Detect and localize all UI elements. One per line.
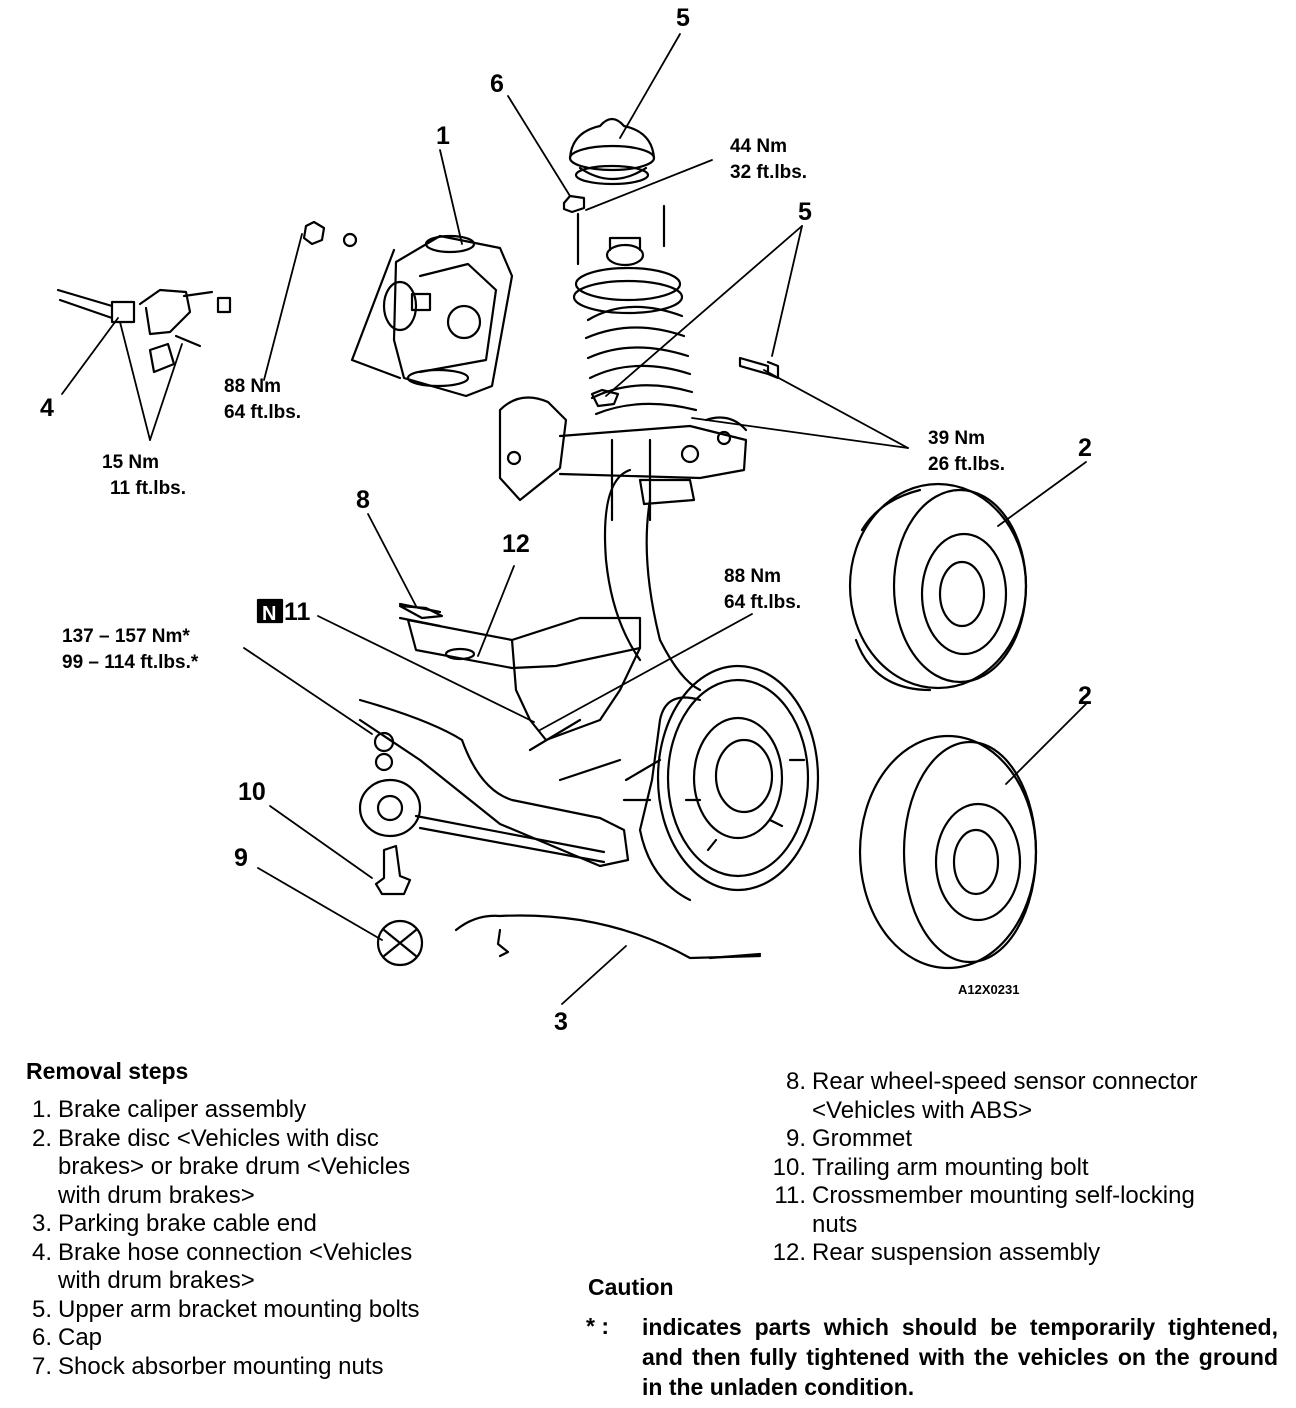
trailing-arm-part xyxy=(358,698,630,868)
removal-step-text: brakes> or brake drum <Vehicles xyxy=(58,1153,411,1180)
removal-step-text: <Vehicles with ABS> xyxy=(812,1096,1033,1124)
removal-step-line: brakes> or brake drum <Vehicles xyxy=(58,1153,410,1181)
removal-step-line: 10.Trailing arm mounting bolt xyxy=(762,1154,1089,1182)
grommet-part xyxy=(376,919,424,967)
removal-step-number: 4. xyxy=(31,1238,52,1266)
brake-caliper-part xyxy=(350,234,514,398)
removal-step-number: 3. xyxy=(31,1210,52,1237)
removal-step-line: 1.Brake caliper assembly xyxy=(26,1096,306,1124)
brake-disc-part xyxy=(858,734,1038,970)
removal-step-text: Upper arm bracket mounting bolts xyxy=(58,1295,420,1323)
removal-step-number: 11. xyxy=(774,1182,806,1209)
callout-9: 9 xyxy=(234,844,248,872)
removal-step-line: 12.Rear suspension assembly xyxy=(762,1239,1101,1267)
shock-nut-part xyxy=(562,194,586,214)
callout-4: 4 xyxy=(40,394,54,422)
hub-assembly-part xyxy=(622,664,820,902)
callout-12: 12 xyxy=(502,530,530,558)
callout-2-drum: 2 xyxy=(1078,434,1092,462)
removal-step-number: 7. xyxy=(31,1352,52,1380)
torque-ft-label: 99 – 114 ft.lbs.* xyxy=(62,652,199,673)
removal-step-line: nuts xyxy=(812,1211,857,1239)
removal-step-line: with drum brakes> xyxy=(58,1182,255,1210)
torque-nm-label: 137 – 157 Nm* xyxy=(62,626,190,647)
removal-step-text: Brake disc <Vehicles with disc xyxy=(58,1124,379,1152)
removal-step-line: 11.Crossmember mounting self-locking xyxy=(762,1182,1195,1210)
torque-nm-label: 39 Nm xyxy=(928,428,985,449)
removal-step-line: 4.Brake hose connection <Vehicles xyxy=(26,1239,412,1267)
callout-n-marker: N xyxy=(262,603,276,625)
removal-step-number: 9. xyxy=(785,1125,806,1152)
caution-heading: Caution xyxy=(588,1274,674,1300)
callout-10: 10 xyxy=(238,778,266,806)
removal-step-line: 2.Brake disc <Vehicles with disc xyxy=(26,1125,379,1153)
upper-arm-bolt-part xyxy=(738,356,780,380)
removal-step-text: Brake caliper assembly xyxy=(58,1096,307,1123)
removal-step-text: Grommet xyxy=(812,1125,913,1152)
torque-nm-label: 88 Nm xyxy=(224,376,281,397)
torque-ft-label: 26 ft.lbs. xyxy=(928,454,1005,475)
bushing-part xyxy=(358,778,422,838)
removal-step-line: 6.Cap xyxy=(26,1324,102,1352)
removal-step-number: 5. xyxy=(31,1295,52,1323)
removal-step-text: Parking brake cable end xyxy=(58,1210,317,1237)
removal-step-text: Trailing arm mounting bolt xyxy=(812,1153,1089,1181)
caliper-bolt-part xyxy=(302,220,326,246)
upper-arm-bolt-part xyxy=(590,388,620,408)
caution-marker: * : xyxy=(586,1313,609,1339)
torque-ft-label: 64 ft.lbs. xyxy=(224,402,301,423)
removal-step-text: with drum brakes> xyxy=(58,1181,255,1209)
torque-nm-label: 44 Nm xyxy=(730,136,787,157)
torque-nm-label: 88 Nm xyxy=(724,566,781,587)
cap-part xyxy=(568,117,656,186)
torque-ft-label: 64 ft.lbs. xyxy=(724,592,801,613)
removal-step-text: Cap xyxy=(58,1324,103,1351)
callout-5: 5 xyxy=(798,198,812,226)
callout-8: 8 xyxy=(356,486,370,514)
removal-step-line: 3.Parking brake cable end xyxy=(26,1210,317,1238)
removal-step-number: 10. xyxy=(772,1153,806,1181)
parking-cable-part xyxy=(454,914,762,960)
callout-7: 6 xyxy=(490,70,504,98)
callout-11: 11 xyxy=(284,598,311,626)
strut-assembly-part xyxy=(572,204,702,692)
n-marker-box xyxy=(256,598,284,624)
removal-step-text: nuts xyxy=(812,1210,858,1238)
brake-hose-part xyxy=(56,288,232,374)
exploded-suspension-diagram: 5 6 1 5 4 2 8 12 N 11 2 10 9 3 44 Nm 32 … xyxy=(40,4,1092,1036)
removal-step-text: Rear wheel-speed sensor connector xyxy=(812,1068,1198,1095)
upper-arm-part xyxy=(498,396,748,502)
removal-step-number: 12. xyxy=(772,1239,806,1266)
torque-ft-label: 11 ft.lbs. xyxy=(110,478,186,499)
trailing-arm-bolt-part xyxy=(374,844,412,896)
callout-1: 1 xyxy=(436,122,450,150)
removal-step-line: 5.Upper arm bracket mounting bolts xyxy=(26,1296,420,1324)
removal-step-line: 7.Shock absorber mounting nuts xyxy=(26,1353,384,1381)
crossmember-part xyxy=(398,602,642,742)
sensor-connector-part xyxy=(398,604,444,620)
removal-step-number: 1. xyxy=(31,1096,52,1123)
removal-step-text: Crossmember mounting self-locking xyxy=(812,1182,1195,1209)
callout-6: 5 xyxy=(676,4,690,32)
brake-drum-part xyxy=(848,482,1028,692)
removal-step-text: with drum brakes> xyxy=(58,1267,255,1294)
removal-step-line: <Vehicles with ABS> xyxy=(812,1097,1032,1125)
torque-nm-label: 15 Nm xyxy=(102,452,159,473)
removal-step-text: Brake hose connection <Vehicles xyxy=(58,1238,413,1266)
removal-step-number: 6. xyxy=(31,1324,52,1351)
removal-step-line: with drum brakes> xyxy=(58,1267,255,1295)
figure-code: A12X0231 xyxy=(958,982,1019,997)
removal-step-text: Rear suspension assembly xyxy=(812,1239,1101,1266)
removal-step-number: 8. xyxy=(785,1068,806,1095)
callout-2-disc: 2 xyxy=(1078,682,1092,710)
torque-ft-label: 32 ft.lbs. xyxy=(730,162,807,183)
removal-steps-heading: Removal steps xyxy=(26,1058,189,1084)
callout-3: 3 xyxy=(554,1008,568,1036)
removal-step-text: Shock absorber mounting nuts xyxy=(58,1352,384,1380)
caution-text: indicates parts which should be temporar… xyxy=(642,1314,1278,1400)
removal-step-line: 9.Grommet xyxy=(762,1125,912,1153)
removal-step-line: 8.Rear wheel-speed sensor connector xyxy=(762,1068,1198,1096)
removal-step-number: 2. xyxy=(31,1124,52,1152)
